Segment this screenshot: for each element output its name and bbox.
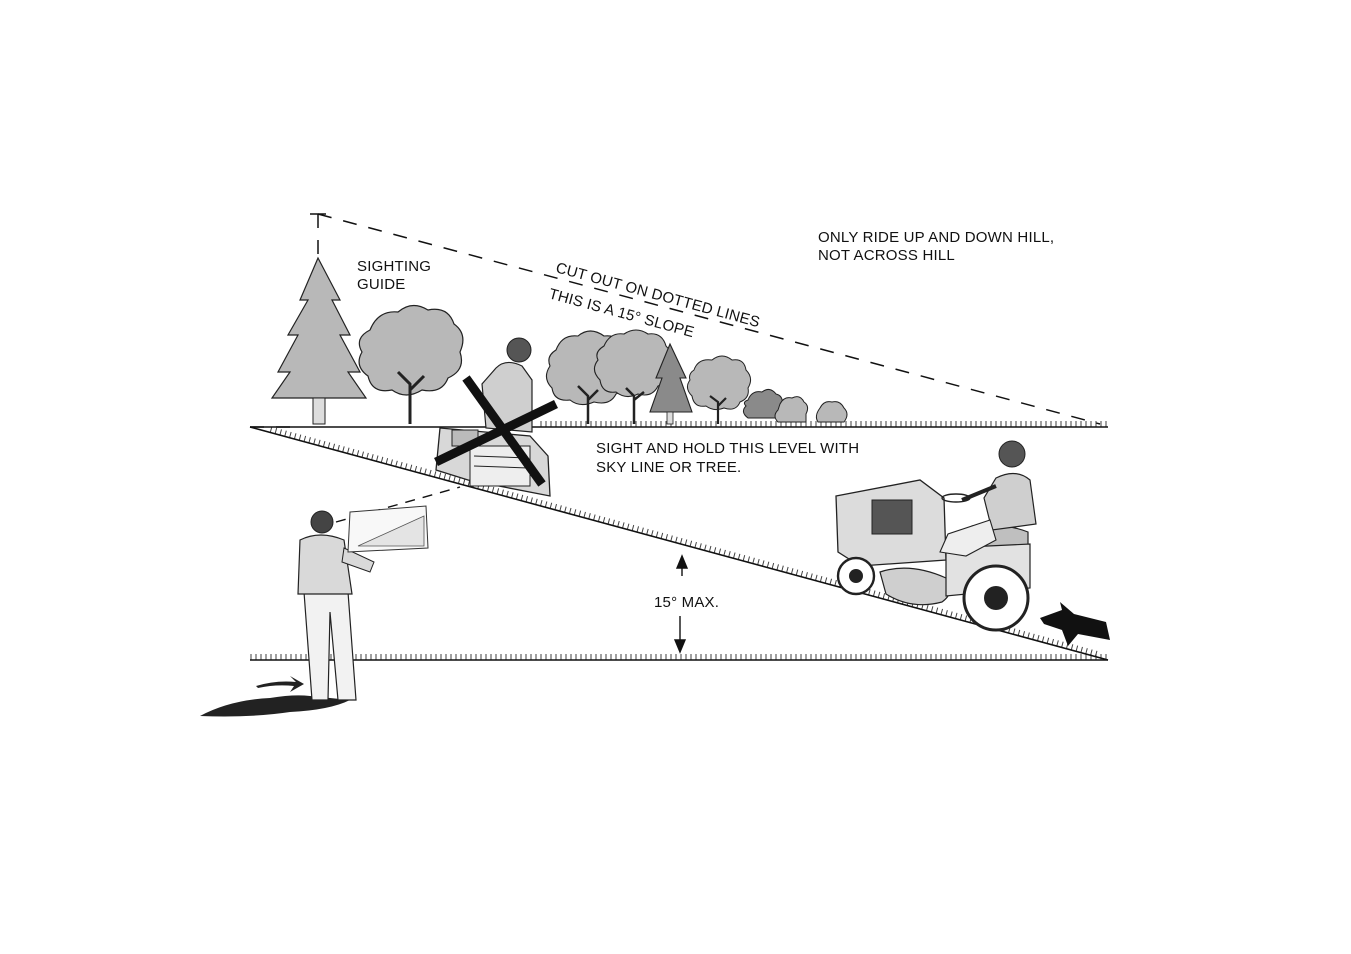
rider-going-uphill	[836, 441, 1110, 646]
ride-rule-text-2: NOT ACROSS HILL	[818, 247, 955, 264]
round-tree-1	[359, 305, 463, 424]
top-level-ground-line	[250, 421, 1110, 427]
sight-hold-instruction-2: SKY LINE OR TREE.	[596, 459, 741, 476]
person-with-sighting-guide	[200, 506, 428, 717]
sighting-guide-label: SIGHTING	[357, 258, 431, 275]
round-tree-4	[687, 356, 750, 424]
sighting-guide-label-2: GUIDE	[357, 276, 406, 293]
small-bushes	[743, 389, 847, 422]
pine-tree-left	[272, 258, 366, 424]
bottom-ground-line	[250, 654, 1108, 660]
max-angle-label: 15° MAX.	[654, 594, 719, 611]
sight-hold-instruction: SIGHT AND HOLD THIS LEVEL WITH	[596, 440, 859, 457]
ride-rule-text: ONLY RIDE UP AND DOWN HILL,	[818, 229, 1054, 246]
